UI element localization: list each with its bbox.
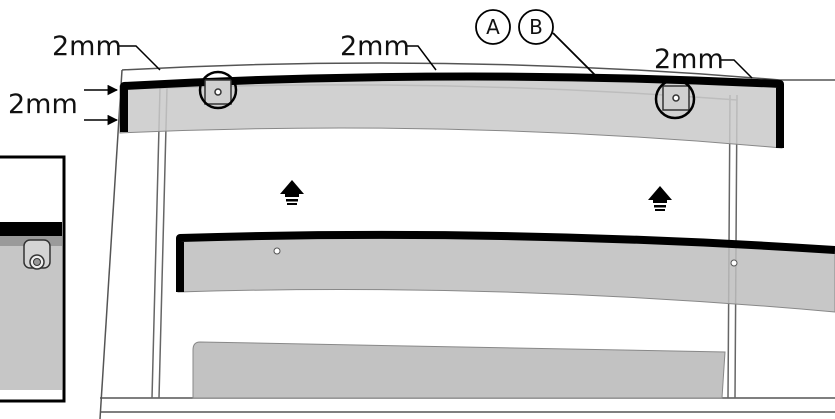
panel-outline [121,62,835,81]
panel-left-edge [99,69,123,419]
lower-visor-hole-right [730,259,738,267]
callout-label-b: B [529,15,543,39]
callout-ab [475,9,596,76]
lower-visor-edge [176,230,835,292]
mount-clip-right [654,78,696,120]
dim-label-top-right: 2mm [654,44,724,75]
up-arrow-right [648,186,672,211]
mount-clip-left [198,70,238,110]
top-visor-edge [120,72,784,148]
bottom-glass [192,341,726,399]
leader-top-left [118,45,161,71]
leader-top-center [405,45,437,71]
up-arrow-left [280,180,304,205]
window-frame-left [151,87,168,399]
dim-label-top-center: 2mm [340,31,410,62]
dim-label-side: 2mm [8,89,78,120]
dim-label-top-left: 2mm [52,31,122,62]
lower-visor-hole-left [273,247,281,255]
callout-label-a: A [486,15,500,39]
detail-inset [0,155,66,403]
leader-top-right [720,59,753,79]
